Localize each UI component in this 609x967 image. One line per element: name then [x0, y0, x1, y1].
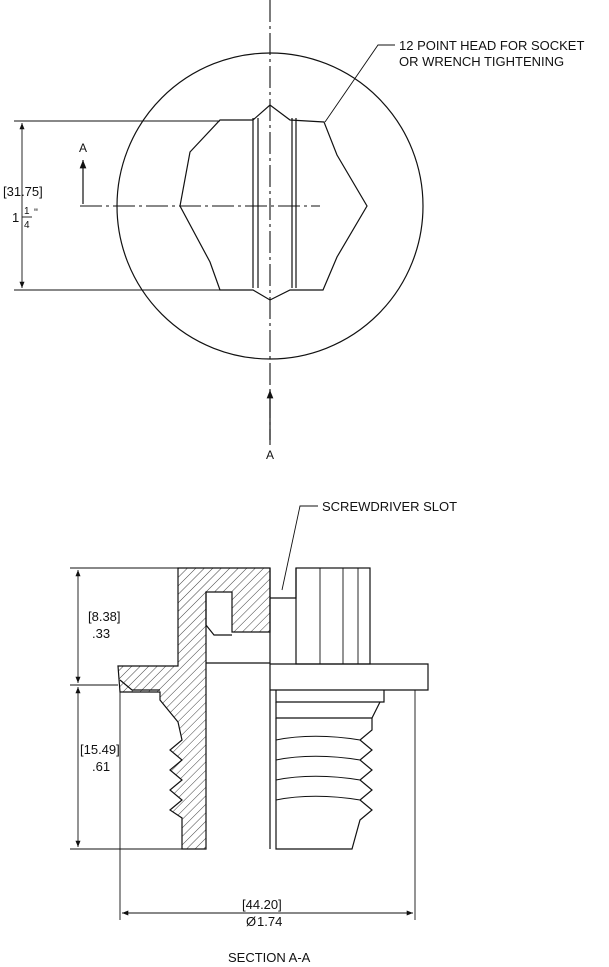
screwdriver-slot: [270, 568, 297, 599]
callout-screwdriver-slot: SCREWDRIVER SLOT: [322, 499, 457, 514]
section-view: SCREWDRIVER SLOT [8.38] .33 [15.49] .61 …: [70, 499, 457, 965]
section-label-bottom: A: [266, 448, 274, 462]
dim-head-metric: [8.38]: [88, 609, 121, 624]
flange-step: [275, 690, 385, 703]
neck: [275, 701, 381, 719]
dim-head-inch: .33: [92, 626, 110, 641]
dim-frac-den: 4: [24, 220, 30, 231]
dim-thread-metric: [15.49]: [80, 742, 120, 757]
dia-symbol: Ø: [246, 914, 256, 929]
callout-12pt-line2: OR WRENCH TIGHTENING: [399, 54, 564, 69]
twelve-point-head: [179, 104, 368, 301]
dim-dia-inch: 1.74: [257, 914, 282, 929]
dim-frac-num: 1: [24, 206, 30, 217]
top-view: 12 POINT HEAD FOR SOCKET OR WRENCH TIGHT…: [3, 0, 584, 462]
dim-dia-metric: [44.20]: [242, 897, 282, 912]
thread-profile-right: [275, 718, 373, 850]
dim-whole: 1: [12, 210, 19, 225]
section-hatch: [117, 567, 271, 850]
flange-lip: [119, 679, 160, 691]
inner-slot-detail: [205, 592, 232, 636]
hex-head-exterior: [295, 567, 371, 665]
callout-leader-slot: [281, 505, 318, 591]
dim-unit: ": [34, 207, 38, 219]
callout-leader-12pt: [324, 44, 395, 123]
section-label-top: A: [79, 141, 87, 155]
dim-thread-inch: .61: [92, 759, 110, 774]
dim-metric-diameter-top: [31.75]: [3, 184, 43, 199]
thread-lines: [275, 735, 361, 801]
flange-exterior: [270, 663, 429, 691]
section-caption: SECTION A-A: [228, 950, 311, 965]
callout-12pt-line1: 12 POINT HEAD FOR SOCKET: [399, 38, 584, 53]
